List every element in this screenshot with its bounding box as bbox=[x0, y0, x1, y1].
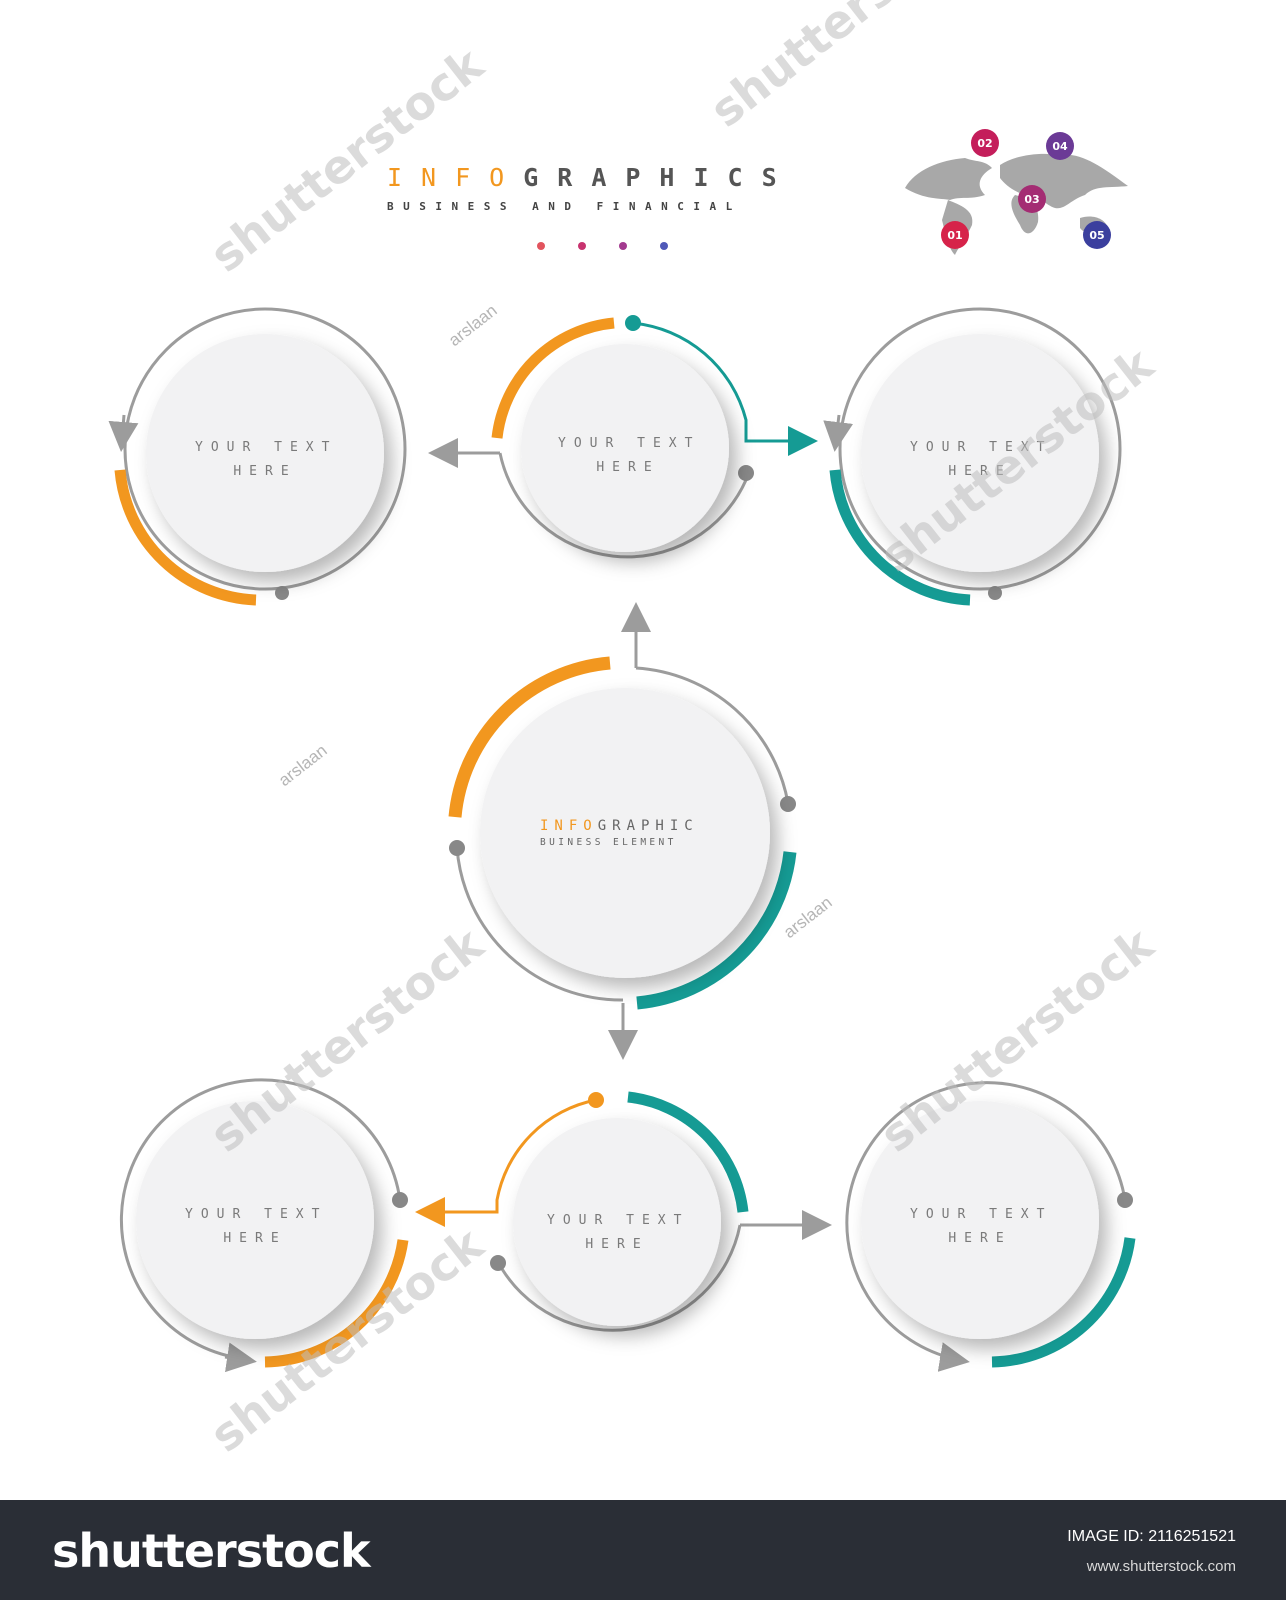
svg-text:03: 03 bbox=[1024, 193, 1039, 206]
map-badge-03: 03 bbox=[1018, 185, 1046, 213]
node-bottom-right bbox=[845, 1081, 1136, 1372]
progress-arc bbox=[448, 656, 611, 818]
node-disc bbox=[521, 344, 729, 552]
node-disc bbox=[861, 334, 1099, 572]
map-badge-05: 05 bbox=[1083, 221, 1111, 249]
svg-text:04: 04 bbox=[1052, 140, 1068, 153]
center-subtitle: BUINESS ELEMENT bbox=[540, 837, 677, 848]
node-bottom-left bbox=[119, 1078, 409, 1373]
progress-arc bbox=[636, 851, 797, 1010]
node-bottom-middle bbox=[490, 1091, 749, 1332]
node-top-right bbox=[823, 307, 1122, 606]
map-badge-04: 04 bbox=[1046, 132, 1074, 160]
ring-dot bbox=[275, 586, 289, 600]
svg-text:01: 01 bbox=[947, 229, 962, 242]
map-badges: 01 02 03 04 05 bbox=[941, 129, 1111, 249]
footer-url[interactable]: www.shutterstock.com bbox=[1086, 1558, 1236, 1575]
progress-arc bbox=[991, 1237, 1136, 1368]
node-center bbox=[448, 656, 797, 1010]
page-title: INFOGRAPHICS bbox=[387, 163, 796, 192]
header-dots bbox=[537, 242, 668, 250]
image-id: IMAGE ID: 2116251521 bbox=[1067, 1528, 1236, 1545]
map-badge-02: 02 bbox=[971, 129, 999, 157]
node-disc bbox=[146, 334, 384, 572]
node-disc bbox=[480, 688, 770, 978]
node-top-middle bbox=[491, 315, 754, 559]
page-subtitle: BUSINESS AND FINANCIAL bbox=[387, 200, 742, 213]
progress-arc bbox=[264, 1239, 409, 1368]
center-title: INFOGRAPHIC bbox=[540, 818, 699, 834]
progress-arc bbox=[491, 317, 615, 439]
map-badge-01: 01 bbox=[941, 221, 969, 249]
connectors bbox=[415, 321, 832, 1240]
node-disc bbox=[513, 1118, 721, 1326]
footer-logo[interactable]: shutterstock bbox=[52, 1524, 371, 1578]
progress-arc bbox=[829, 469, 971, 606]
svg-text:02: 02 bbox=[977, 137, 992, 150]
footer-bar: shutterstock IMAGE ID: 2116251521 www.sh… bbox=[0, 1500, 1286, 1600]
svg-text:05: 05 bbox=[1089, 229, 1104, 242]
node-disc bbox=[136, 1101, 374, 1339]
progress-arc bbox=[627, 1091, 749, 1213]
node-top-left bbox=[108, 307, 407, 606]
node-disc bbox=[861, 1101, 1099, 1339]
progress-arc bbox=[114, 469, 257, 606]
